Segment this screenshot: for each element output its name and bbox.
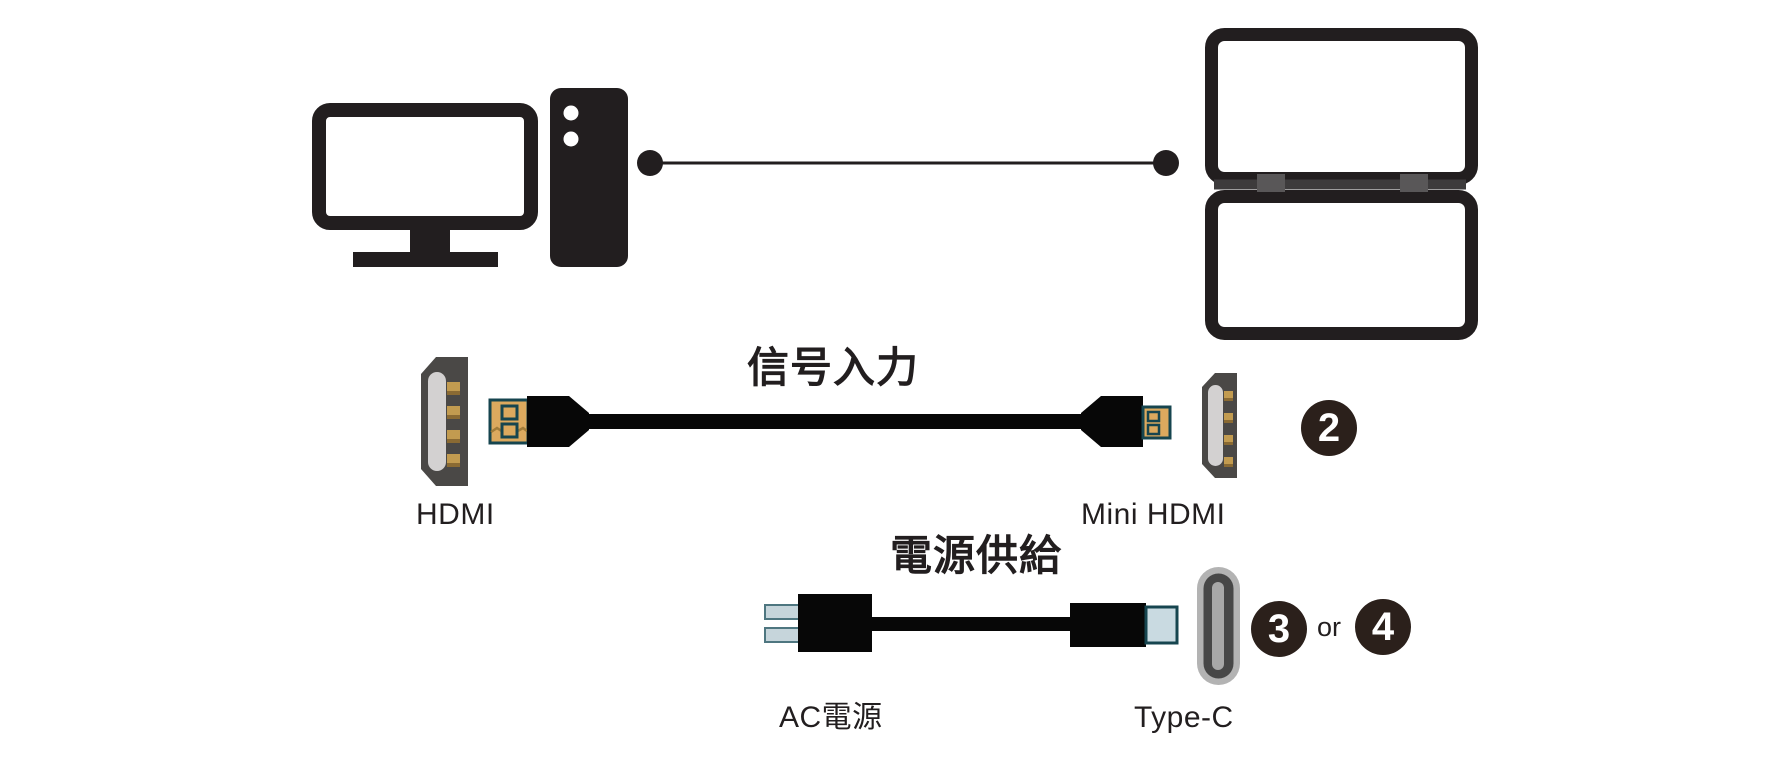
desktop-pc-icon <box>312 88 628 267</box>
ac-plug-icon <box>764 594 872 652</box>
dual-monitor-icon <box>1205 28 1478 340</box>
ac-power-label: AC電源 <box>779 701 883 734</box>
hdmi-port-icon <box>421 357 468 486</box>
step-4-badge: 4 <box>1355 599 1411 655</box>
signal-input-title: 信号入力 <box>746 344 919 391</box>
mini-hdmi-label: Mini HDMI <box>1081 498 1226 531</box>
connection-line <box>637 150 1179 176</box>
mini-hdmi-plug <box>1081 396 1143 447</box>
step-3-badge: 3 <box>1251 601 1307 657</box>
type-c-label: Type-C <box>1134 701 1234 734</box>
hinge-block-right <box>1400 174 1428 192</box>
type-c-plug-icon <box>1070 603 1179 647</box>
hinge-bar <box>1214 179 1466 190</box>
hdmi-label: HDMI <box>416 498 495 531</box>
power-supply-title: 電源供給 <box>889 532 1062 579</box>
type-c-port-icon <box>1197 567 1240 685</box>
mini-hdmi-port-icon <box>1202 373 1237 478</box>
or-label: or <box>1316 612 1341 642</box>
signal-cable <box>585 414 1085 429</box>
step-2-badge: 2 <box>1301 400 1357 456</box>
power-cable-icon <box>870 617 1072 631</box>
hdmi-cable-icon <box>488 396 1172 447</box>
hinge-block-left <box>1257 174 1285 192</box>
hdmi-plug <box>527 396 589 447</box>
